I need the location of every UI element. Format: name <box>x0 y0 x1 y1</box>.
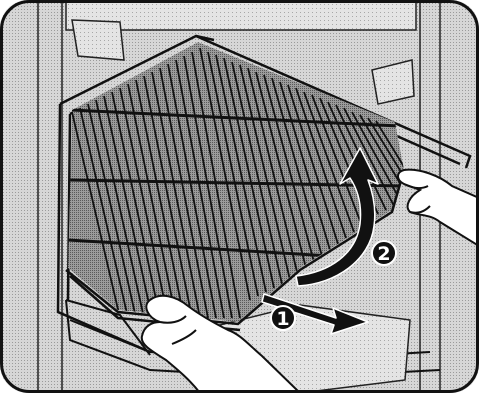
step-2-number: 2 <box>377 243 390 265</box>
step-1-number: 1 <box>276 308 289 330</box>
step-1-badge: 1 <box>271 306 295 330</box>
step-2-badge: 2 <box>372 241 396 265</box>
